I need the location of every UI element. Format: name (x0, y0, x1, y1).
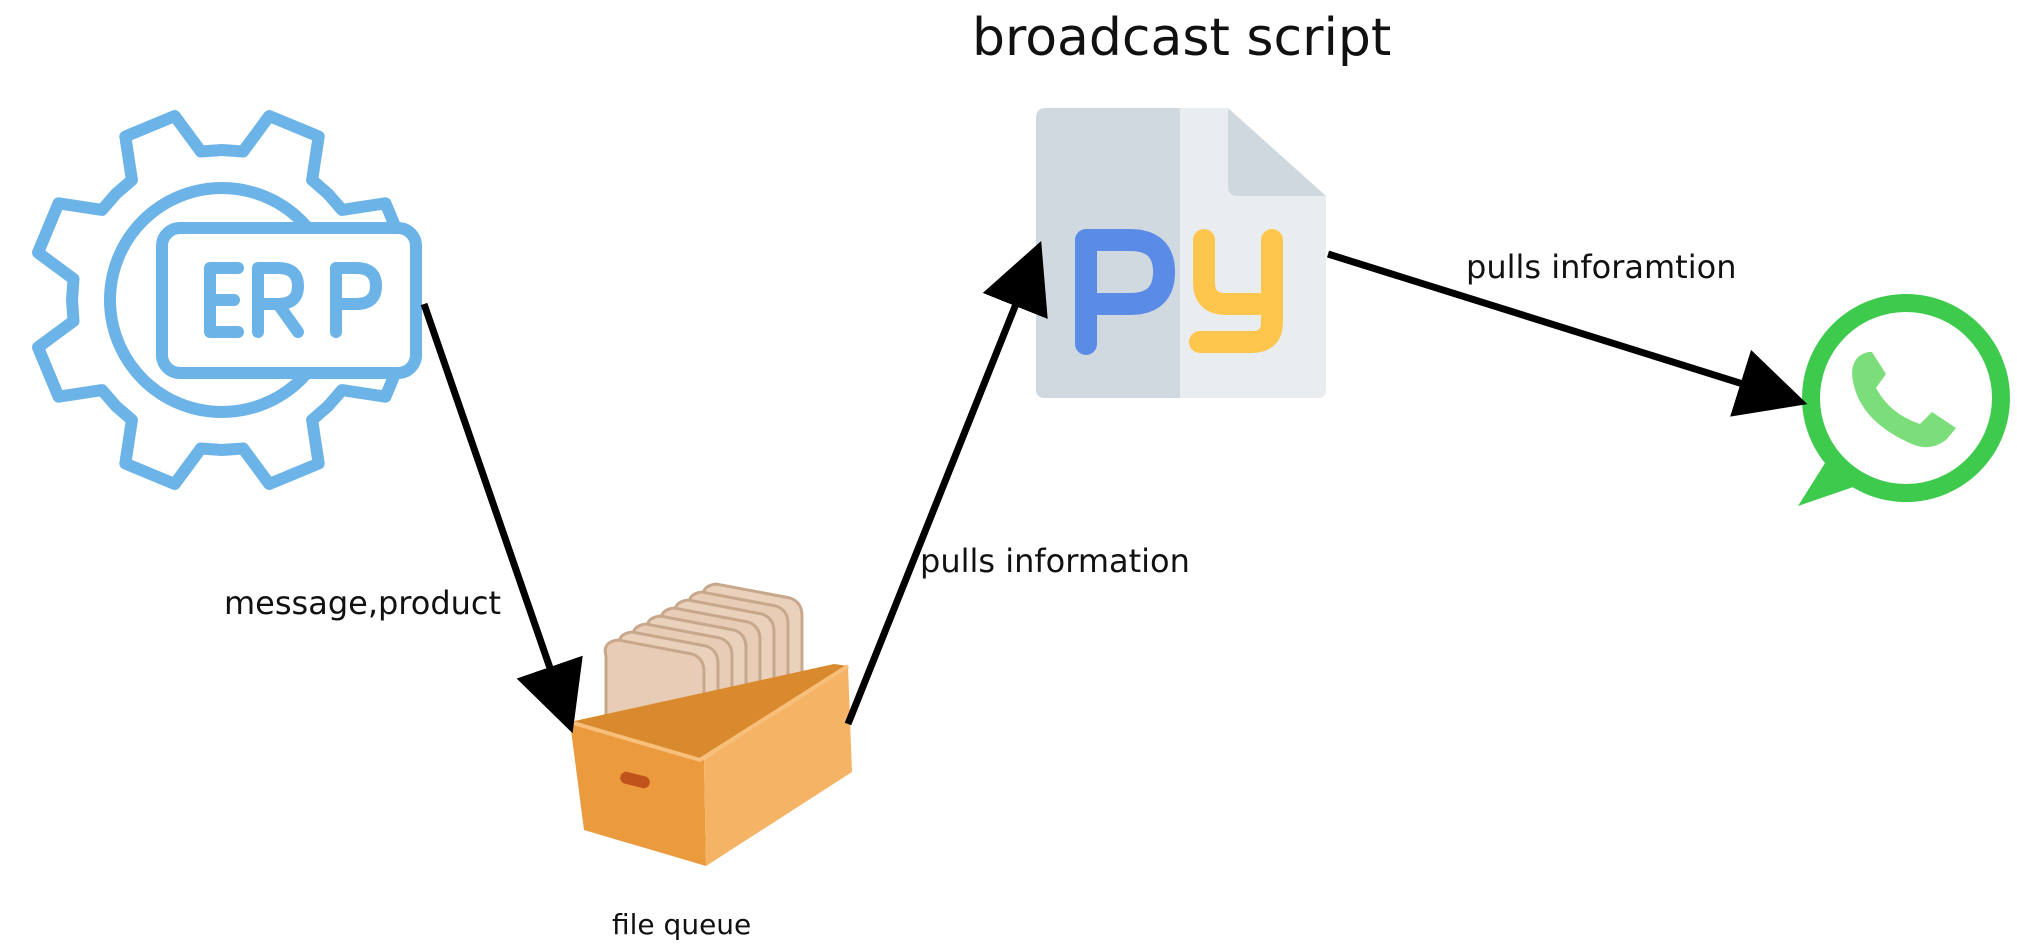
edge-label-erp-queue: message,product (224, 584, 502, 622)
edge-label-queue-script: pulls information (920, 542, 1190, 580)
diagram-title: broadcast script (972, 8, 1392, 68)
edge-label-script-whatsapp: pulls inforamtion (1466, 248, 1737, 286)
whatsapp-icon (1798, 294, 2010, 506)
file-queue-label: file queue (612, 908, 752, 941)
erp-gear-icon (32, 110, 422, 490)
python-file-icon (1036, 108, 1326, 398)
file-box-icon (569, 582, 852, 866)
arrow-script-to-whatsapp (1326, 250, 1808, 417)
arrow-queue-to-script (844, 241, 1048, 726)
arrow-erp-to-queue (420, 302, 583, 734)
